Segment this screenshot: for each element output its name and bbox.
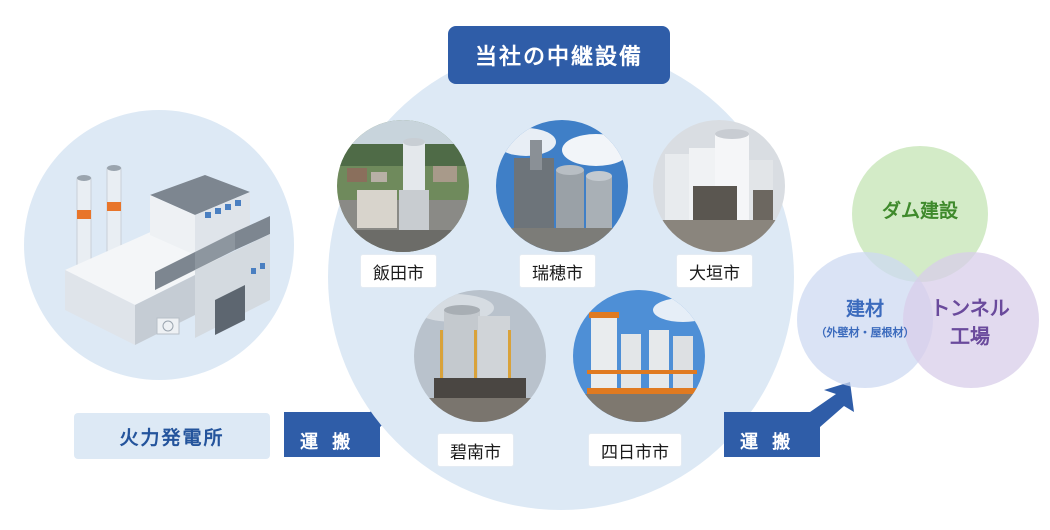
site-label-ogaki: 大垣市 bbox=[676, 254, 753, 288]
silo-orange-frame-photo bbox=[573, 290, 705, 422]
building-materials-note: （外壁材・屋根材） bbox=[815, 326, 915, 339]
site-label-mizuho: 瑞穂市 bbox=[519, 254, 596, 288]
factory-label: 工場 bbox=[950, 324, 990, 348]
power-plant-label-text: 火力発電所 bbox=[119, 426, 225, 449]
site-label-yokkaichi: 四日市市 bbox=[588, 433, 682, 467]
factory-icon bbox=[65, 165, 270, 345]
building-materials-label: 建材 bbox=[845, 298, 884, 320]
silo-town-photo bbox=[337, 120, 469, 252]
tunnel-factory-circle bbox=[903, 252, 1039, 388]
site-label-iida: 飯田市 bbox=[360, 254, 437, 288]
transport-label-1: 運 搬 bbox=[300, 432, 355, 453]
relay-facilities-title: 当社の中継設備 bbox=[448, 26, 670, 84]
dam-construction-label: ダム建設 bbox=[881, 200, 958, 222]
tunnel-label: トンネル bbox=[930, 296, 1010, 320]
transport-arrow-2 bbox=[724, 382, 854, 457]
site-label-yokkaichi-text: 四日市市 bbox=[601, 442, 669, 463]
power-plant-label: 火力発電所 bbox=[74, 413, 270, 459]
site-label-hekinan: 碧南市 bbox=[437, 433, 514, 467]
site-label-ogaki-text: 大垣市 bbox=[689, 263, 740, 284]
silo-tanks-photo bbox=[653, 120, 785, 252]
transport-label-2: 運 搬 bbox=[740, 432, 795, 453]
site-label-iida-text: 飯田市 bbox=[373, 263, 424, 284]
site-label-hekinan-text: 碧南市 bbox=[450, 442, 501, 463]
silo-tower-photo bbox=[414, 290, 546, 422]
transport-arrow-1 bbox=[284, 382, 414, 457]
site-label-mizuho-text: 瑞穂市 bbox=[532, 263, 583, 284]
relay-title-text: 当社の中継設備 bbox=[474, 45, 643, 70]
silo-plant-photo bbox=[496, 120, 628, 252]
